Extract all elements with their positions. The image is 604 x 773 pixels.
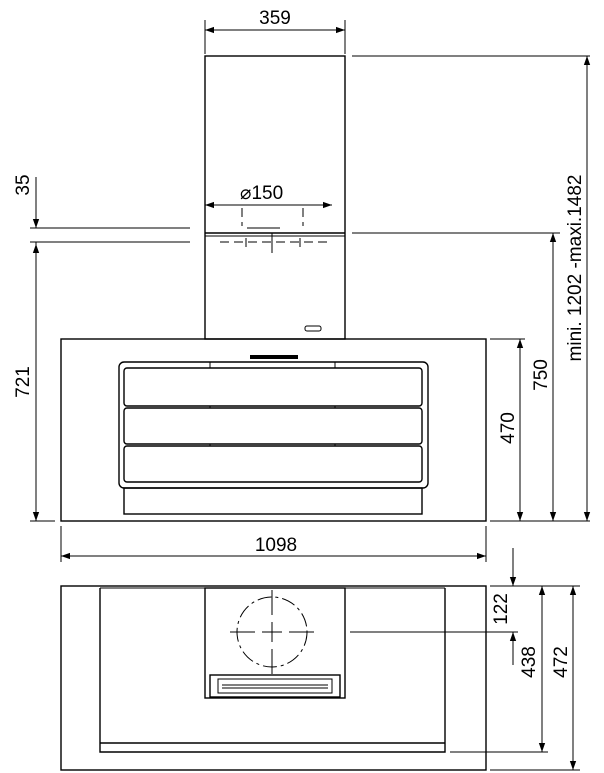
dim-height-range: mini. 1202 -maxi.1482 [565, 175, 586, 362]
dim-total-width: 1098 [255, 535, 297, 556]
dim-chimney-width: 359 [259, 8, 291, 29]
control-strip [250, 355, 298, 359]
dim-duct-offset: 35 [13, 174, 34, 195]
top-view: 122 438 472 [60, 548, 580, 771]
top-outline [60, 585, 487, 771]
filter-panel-3 [123, 445, 423, 483]
dim-depth-438: 438 [519, 646, 540, 678]
dim-depth-122: 122 [491, 593, 512, 625]
dim-hood-to-duct: 721 [13, 366, 34, 398]
duct-outline [220, 208, 330, 253]
filter-panel-1 [123, 367, 423, 407]
chimney-footprint [204, 587, 346, 699]
dim-duct-diameter: ⌀150 [240, 183, 283, 204]
canopy-body [99, 588, 446, 753]
dim-depth-472: 472 [551, 646, 572, 678]
chimney-indicator [304, 325, 322, 332]
dim-height-750: 750 [531, 359, 552, 391]
dim-canopy-height: 470 [498, 412, 519, 444]
front-view: 359 ⌀150 35 721 470 750 mini. 1202 -maxi… [13, 8, 591, 562]
lower-panel [123, 487, 423, 515]
filter-frame [118, 361, 429, 489]
canopy [60, 338, 487, 522]
motor-block [209, 674, 341, 698]
filter-panel-2 [123, 407, 423, 445]
